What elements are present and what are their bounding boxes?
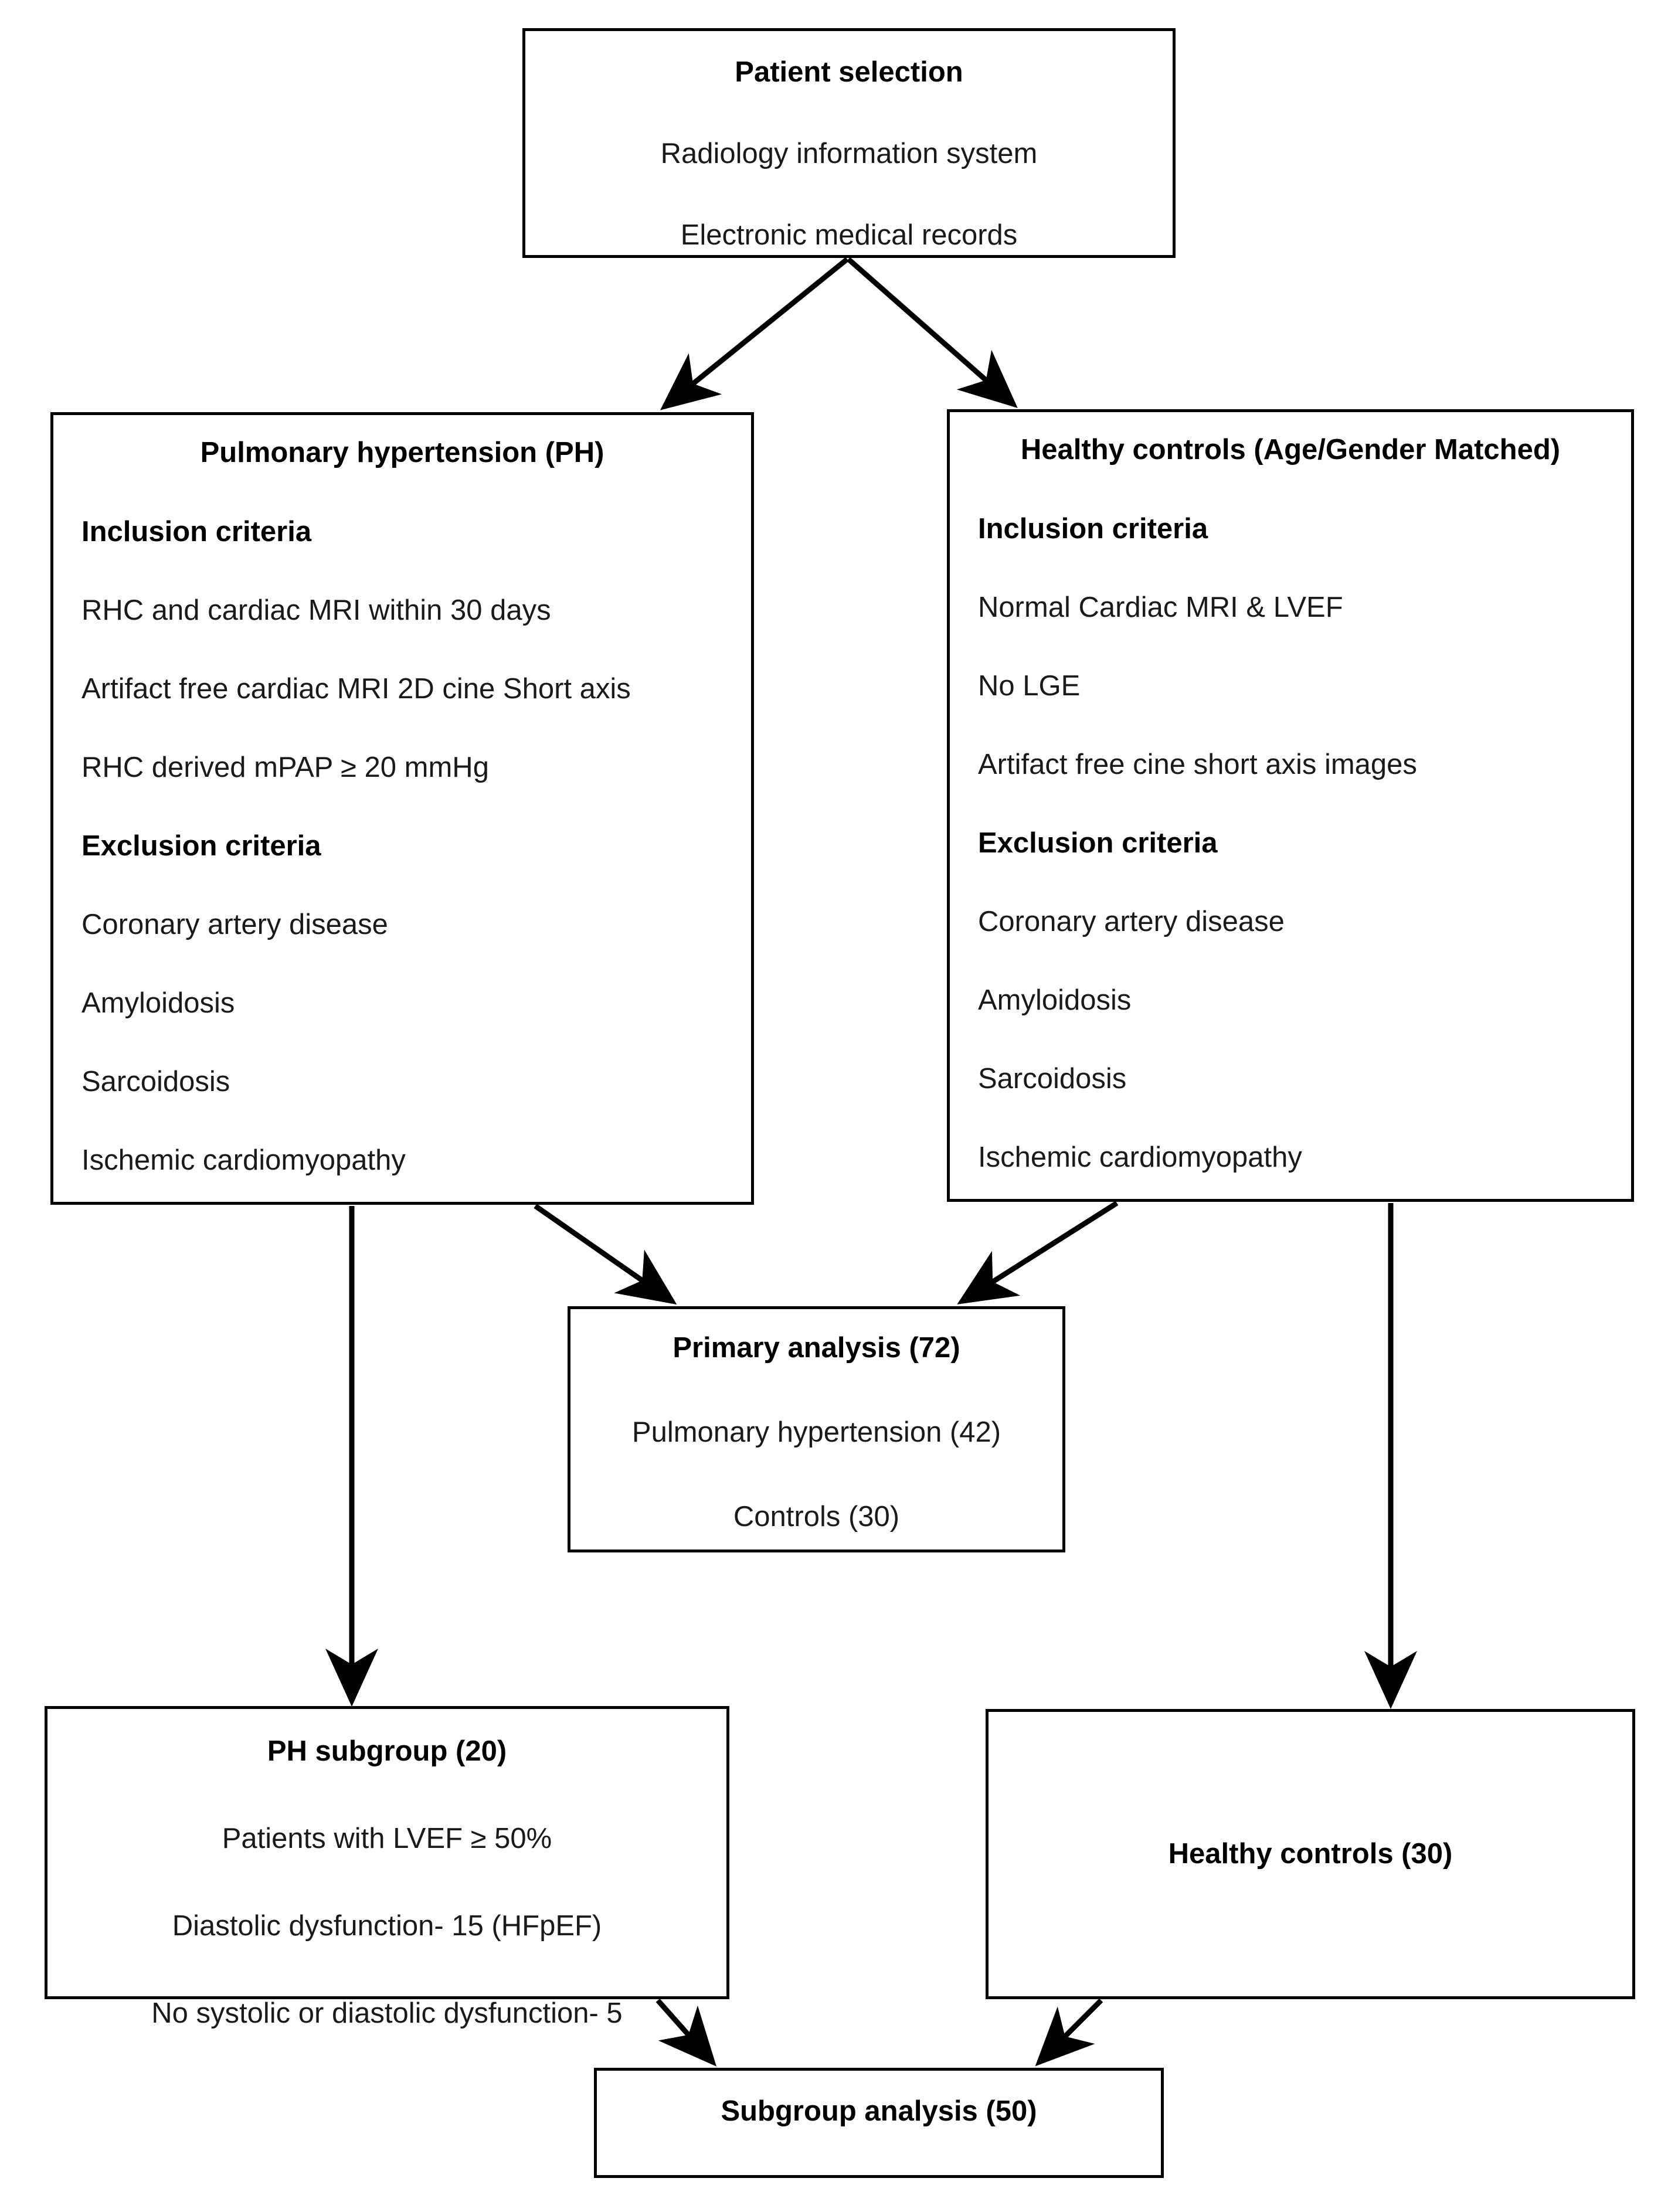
patient-selection-source-1: Radiology information system: [660, 138, 1038, 169]
hc-exclusion-heading: Exclusion criteria: [978, 827, 1218, 859]
primary-analysis-ph-count: Pulmonary hypertension (42): [631, 1416, 1001, 1448]
node-ph-subgroup[interactable]: PH subgroup (20) Patients with LVEF ≥ 50…: [45, 1706, 729, 2028]
hc-inclusion-heading: Inclusion criteria: [978, 513, 1208, 545]
ph-inclusion-item-2: RHC derived mPAP ≥ 20 mmHg: [81, 752, 489, 783]
ph-inclusion-item-1: Artifact free cardiac MRI 2D cine Short …: [81, 673, 631, 705]
edge-ph-to-primary: [534, 1204, 677, 1305]
healthy-controls-final-label: Healthy controls (30): [1168, 1838, 1453, 1870]
ph-subgroup-item-1: Diastolic dysfunction- 15 (HFpEF): [172, 1910, 602, 1942]
node-primary-analysis[interactable]: Primary analysis (72) Pulmonary hyperten…: [568, 1306, 1065, 1552]
hc-exclusion-item-3: Ischemic cardiomyopathy: [978, 1141, 1302, 1173]
ph-title: Pulmonary hypertension (PH): [200, 437, 604, 468]
ph-subgroup-item-2: No systolic or diastolic dysfunction- 5: [151, 1997, 623, 2029]
patient-selection-title: Patient selection: [735, 56, 963, 88]
node-pulmonary-hypertension[interactable]: Pulmonary hypertension (PH) Inclusion cr…: [50, 412, 754, 1205]
primary-analysis-controls-count: Controls (30): [733, 1501, 900, 1533]
hc-exclusion-item-1: Amyloidosis: [978, 984, 1132, 1016]
hc-inclusion-item-1: No LGE: [978, 670, 1081, 702]
hc-inclusion-item-2: Artifact free cine short axis images: [978, 749, 1417, 780]
subgroup-analysis-label: Subgroup analysis (50): [721, 2095, 1037, 2127]
primary-analysis-title: Primary analysis (72): [672, 1332, 960, 1364]
node-patient-selection[interactable]: Patient selection Radiology information …: [522, 28, 1176, 258]
node-healthy-controls-criteria[interactable]: Healthy controls (Age/Gender Matched) In…: [947, 409, 1634, 1202]
ph-inclusion-item-0: RHC and cardiac MRI within 30 days: [81, 594, 551, 626]
edge-patient-to-ph: [660, 257, 849, 410]
ph-exclusion-item-2: Sarcoidosis: [81, 1066, 230, 1097]
ph-exclusion-item-3: Ischemic cardiomyopathy: [81, 1144, 406, 1176]
ph-inclusion-heading: Inclusion criteria: [81, 516, 312, 548]
ph-exclusion-item-1: Amyloidosis: [81, 987, 235, 1019]
ph-exclusion-heading: Exclusion criteria: [81, 830, 321, 862]
patient-selection-source-2: Electronic medical records: [680, 219, 1018, 251]
edge-patient-to-controls: [847, 257, 1018, 408]
ph-subgroup-title: PH subgroup (20): [267, 1735, 507, 1767]
node-healthy-controls-final[interactable]: Healthy controls (30): [986, 1709, 1635, 1999]
hc-inclusion-item-0: Normal Cardiac MRI & LVEF: [978, 592, 1343, 623]
hc-title: Healthy controls (Age/Gender Matched): [1020, 434, 1561, 465]
ph-subgroup-item-0: Patients with LVEF ≥ 50%: [222, 1823, 552, 1854]
edge-controls-to-primary: [957, 1201, 1119, 1304]
hc-exclusion-item-2: Sarcoidosis: [978, 1063, 1127, 1095]
ph-exclusion-item-0: Coronary artery disease: [81, 909, 388, 940]
hc-exclusion-item-0: Coronary artery disease: [978, 906, 1285, 937]
node-subgroup-analysis[interactable]: Subgroup analysis (50): [594, 2068, 1164, 2178]
edge-final-to-analysis: [1035, 1998, 1103, 2067]
